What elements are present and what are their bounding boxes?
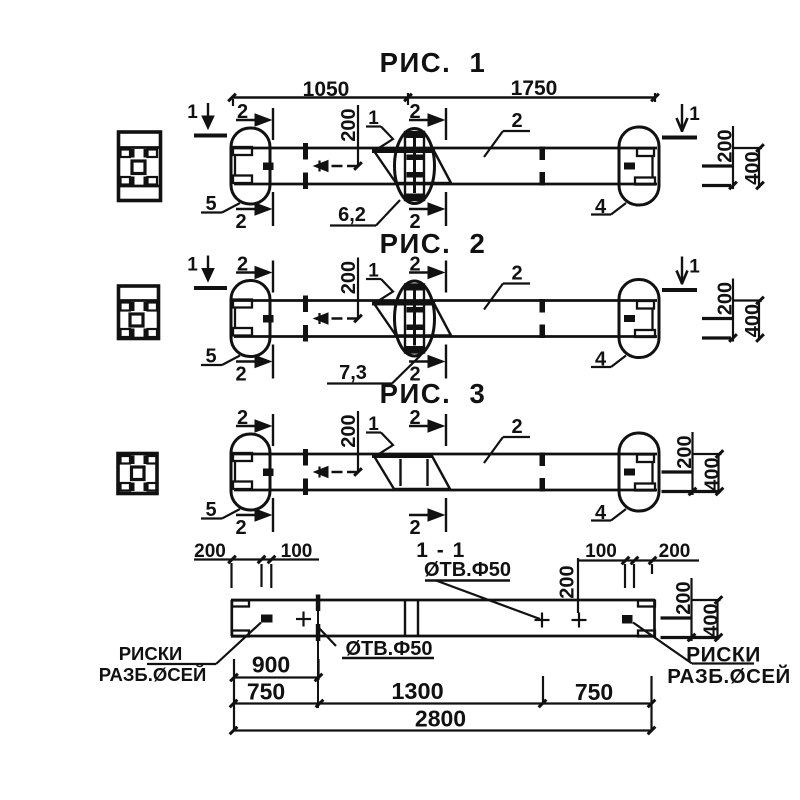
svg-text:750: 750	[575, 679, 613, 705]
svg-text:5: 5	[205, 499, 216, 521]
svg-text:1300: 1300	[391, 678, 443, 704]
svg-text:200: 200	[194, 541, 226, 562]
svg-text:900: 900	[252, 652, 290, 678]
svg-text:5: 5	[205, 193, 216, 215]
svg-text:200: 200	[674, 435, 696, 468]
svg-text:2: 2	[237, 101, 248, 123]
svg-text:2800: 2800	[415, 706, 466, 732]
svg-text:1: 1	[368, 261, 379, 282]
svg-text:2: 2	[237, 254, 248, 276]
svg-text:1 - 1: 1 - 1	[416, 539, 466, 562]
svg-text:2: 2	[235, 211, 246, 233]
svg-text:ØТВ.Ф50: ØТВ.Ф50	[424, 559, 511, 581]
svg-text:7,3: 7,3	[339, 362, 367, 384]
svg-text:2: 2	[235, 517, 246, 539]
svg-text:РИСКИ: РИСКИ	[686, 644, 761, 667]
svg-text:5: 5	[205, 346, 216, 368]
svg-text:4: 4	[595, 349, 607, 371]
svg-text:100: 100	[585, 541, 617, 562]
svg-text:200: 200	[715, 282, 737, 315]
svg-text:РАЗБ.ØСЕЙ: РАЗБ.ØСЕЙ	[667, 664, 791, 688]
svg-text:2: 2	[409, 517, 420, 539]
svg-text:200: 200	[338, 414, 360, 447]
svg-text:2: 2	[237, 407, 248, 429]
svg-text:200: 200	[673, 581, 695, 614]
svg-text:750: 750	[247, 679, 285, 705]
svg-text:4: 4	[595, 502, 607, 524]
svg-text:1: 1	[689, 257, 700, 278]
svg-text:6,2: 6,2	[338, 204, 366, 226]
svg-text:1: 1	[689, 104, 700, 125]
svg-text:РАЗБ.ØСЕЙ: РАЗБ.ØСЕЙ	[99, 664, 207, 685]
svg-text:2: 2	[511, 263, 522, 285]
svg-text:1: 1	[187, 255, 198, 276]
svg-text:1: 1	[368, 414, 379, 435]
svg-text:100: 100	[281, 541, 313, 562]
svg-text:2: 2	[409, 254, 420, 276]
svg-text:РИСКИ: РИСКИ	[119, 643, 183, 664]
svg-text:2: 2	[409, 211, 420, 233]
svg-text:2: 2	[235, 364, 246, 386]
svg-text:ØТВ.Ф50: ØТВ.Ф50	[345, 638, 432, 660]
svg-text:400: 400	[742, 304, 764, 337]
svg-text:200: 200	[338, 108, 360, 141]
svg-text:РИС. 2: РИС. 2	[380, 228, 487, 259]
svg-text:400: 400	[742, 151, 764, 184]
svg-text:1050: 1050	[303, 78, 350, 101]
svg-text:1: 1	[187, 102, 198, 123]
svg-text:2: 2	[511, 416, 522, 438]
svg-text:2: 2	[409, 364, 420, 386]
svg-text:РИС. 3: РИС. 3	[380, 378, 487, 409]
svg-text:200: 200	[659, 541, 691, 562]
svg-text:РИС. 1: РИС. 1	[380, 47, 487, 78]
svg-text:2: 2	[511, 110, 522, 132]
svg-text:200: 200	[557, 565, 579, 598]
svg-text:1: 1	[368, 108, 379, 129]
svg-text:400: 400	[702, 457, 724, 490]
svg-text:200: 200	[338, 261, 360, 294]
svg-text:1750: 1750	[511, 77, 558, 100]
svg-text:200: 200	[715, 129, 737, 162]
svg-text:2: 2	[409, 407, 420, 429]
svg-text:4: 4	[595, 196, 607, 218]
svg-text:2: 2	[409, 101, 420, 123]
svg-text:400: 400	[701, 603, 723, 636]
